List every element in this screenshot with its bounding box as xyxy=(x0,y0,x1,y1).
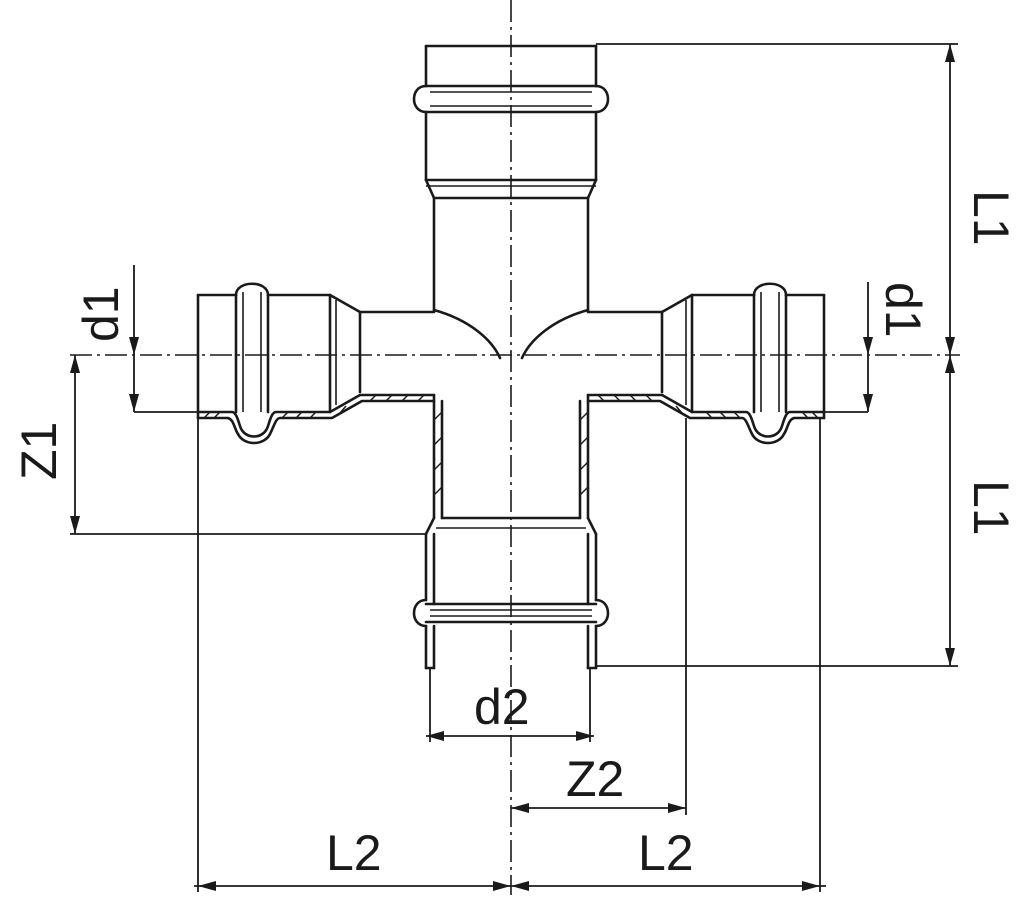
right-branch xyxy=(586,282,826,445)
label-L2-left: L2 xyxy=(326,825,382,881)
center-lines xyxy=(70,0,960,895)
label-L2-right: L2 xyxy=(638,825,694,881)
label-d1-left: d1 xyxy=(73,286,129,342)
label-L1-bottom: L1 xyxy=(963,480,1019,536)
label-Z1: Z1 xyxy=(11,422,67,480)
label-d2: d2 xyxy=(474,679,530,735)
bottom-wall-hatching xyxy=(433,411,589,496)
dimension-lines xyxy=(70,43,958,892)
left-wall-hatching xyxy=(203,394,425,419)
label-L1-top: L1 xyxy=(963,190,1019,246)
top-branch xyxy=(412,44,610,360)
label-Z2: Z2 xyxy=(566,751,624,807)
left-branch xyxy=(196,282,436,445)
label-d1-right: d1 xyxy=(875,282,931,338)
